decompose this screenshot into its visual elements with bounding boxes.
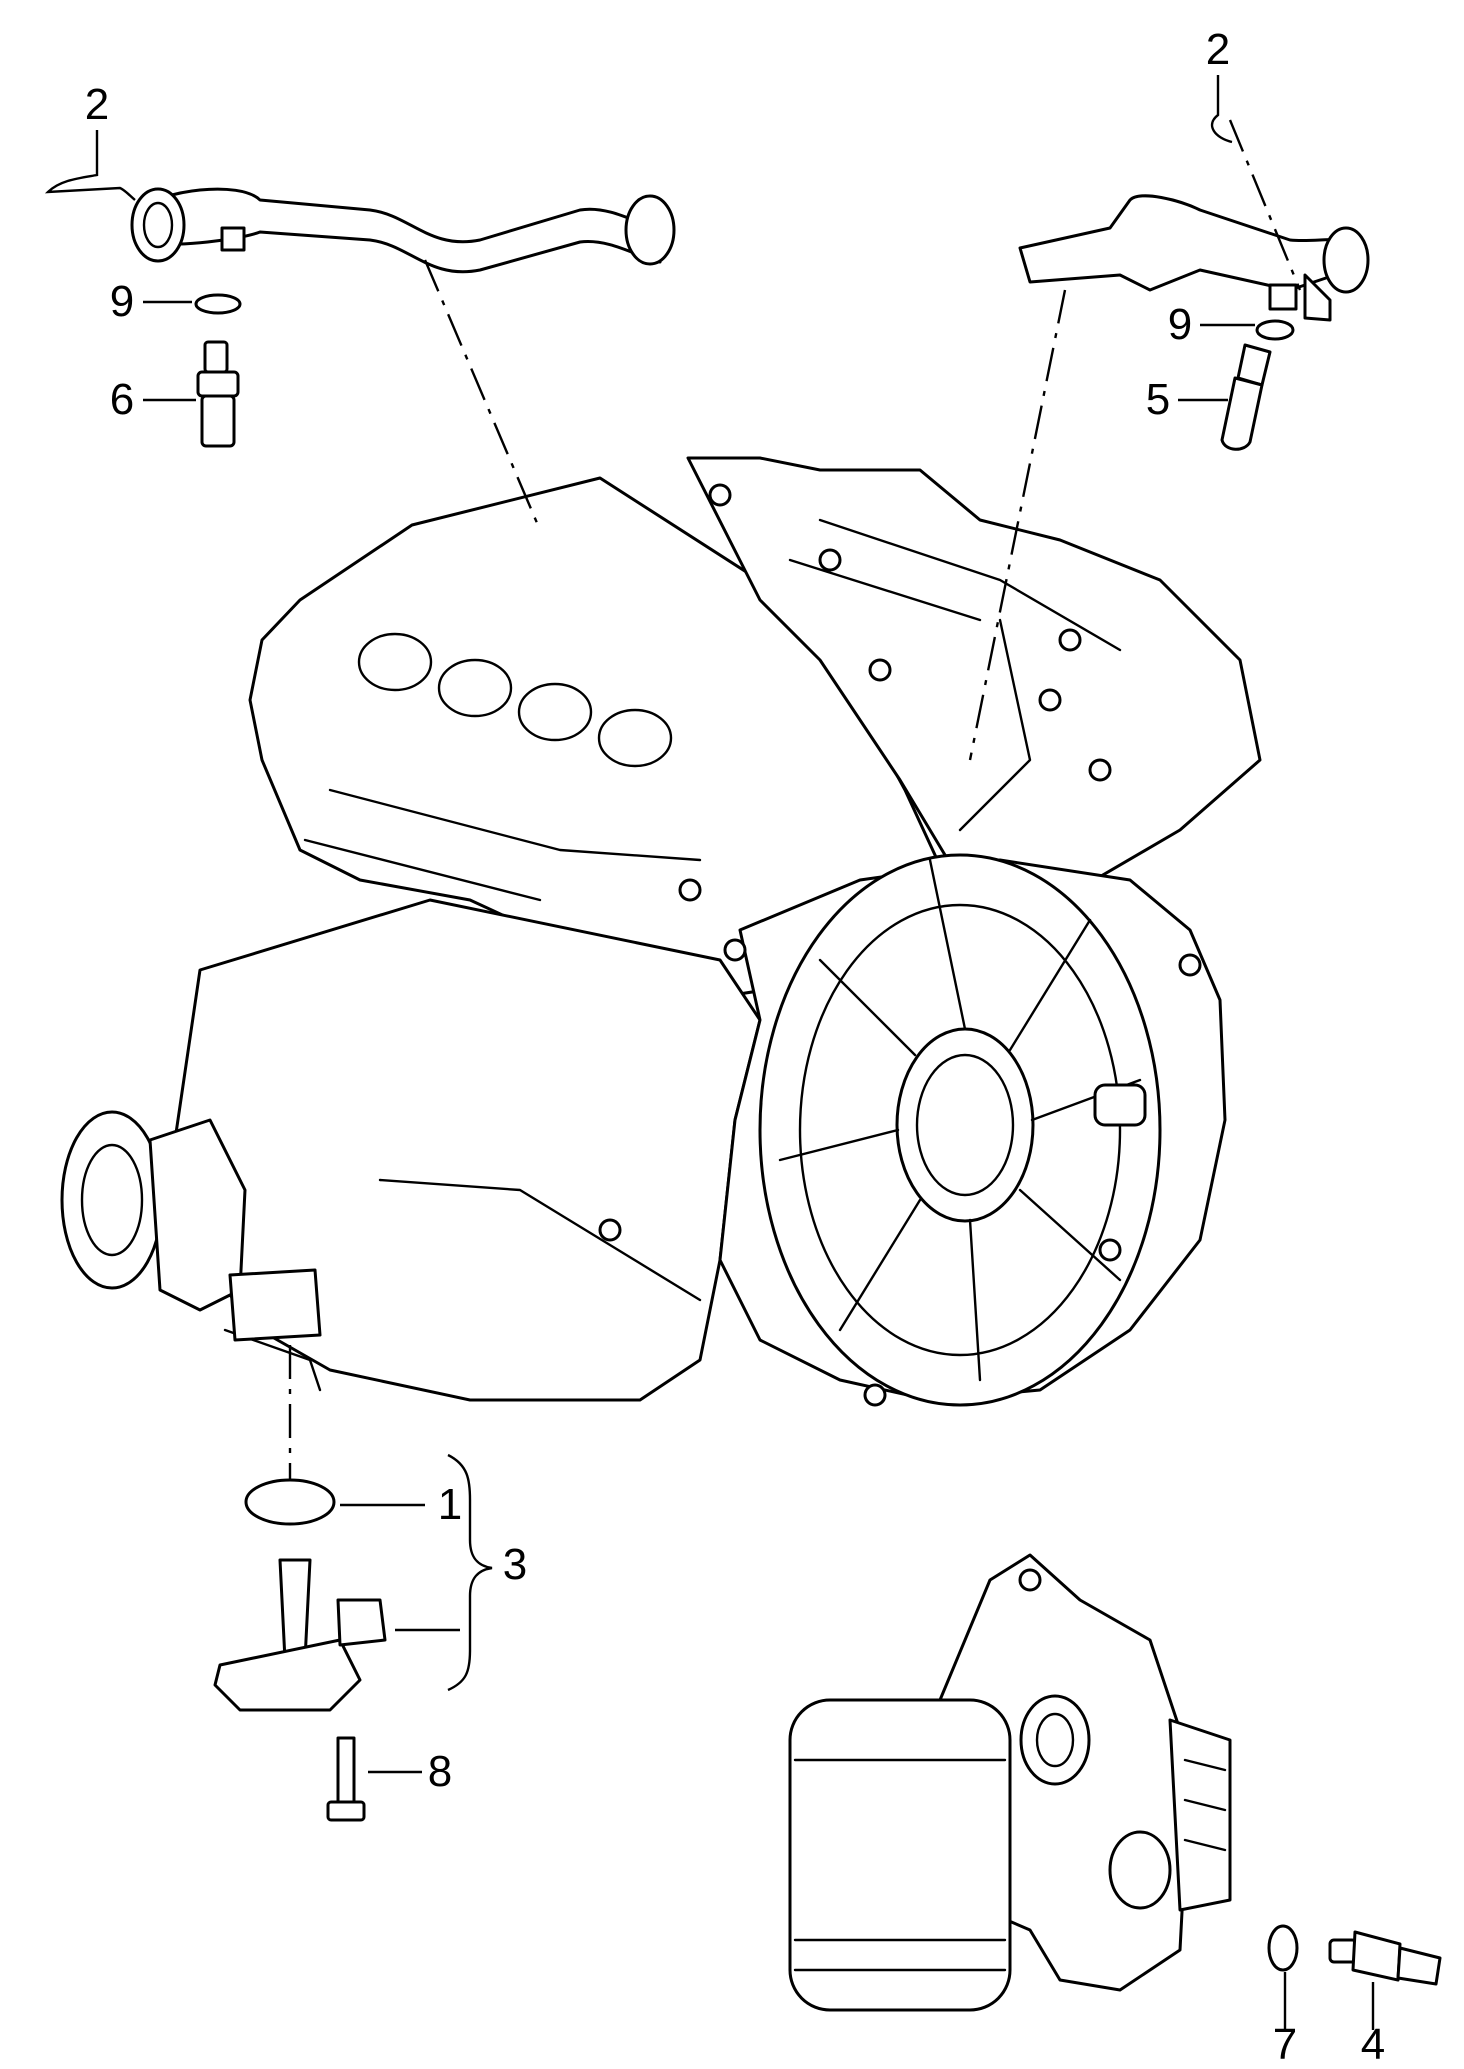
leader-2-left xyxy=(44,130,136,201)
assembly-line-right-sender xyxy=(1228,119,1302,291)
oil-filter-housing xyxy=(788,1553,1232,2012)
callout-6: 6 xyxy=(109,375,135,424)
leader-2-right xyxy=(1211,75,1233,144)
callout-7: 7 xyxy=(1272,2020,1298,2069)
callout-4: 4 xyxy=(1360,2020,1386,2069)
temperature-sender-right xyxy=(1220,343,1272,451)
o-ring-1 xyxy=(244,1478,336,1526)
bolt-8 xyxy=(326,1736,366,1822)
callout-1: 1 xyxy=(437,1480,463,1529)
oil-pressure-switch xyxy=(1328,1930,1442,1986)
callout-8: 8 xyxy=(427,1747,453,1796)
temperature-sender-left xyxy=(196,340,240,448)
assembly-line-right-hose xyxy=(968,289,1067,761)
o-ring-right xyxy=(1255,319,1295,341)
o-ring-left xyxy=(194,293,242,315)
callout-3: 3 xyxy=(502,1540,528,1589)
oil-level-sender xyxy=(213,1558,387,1712)
sealing-washer-7 xyxy=(1267,1924,1299,1972)
callout-9-right: 9 xyxy=(1167,300,1193,349)
callout-5: 5 xyxy=(1145,375,1171,424)
engine-block xyxy=(60,456,1262,1407)
coolant-hose-right xyxy=(1018,194,1370,322)
assembly-line-left-hose xyxy=(423,259,542,531)
coolant-hose-left xyxy=(130,187,676,274)
callout-2-right: 2 xyxy=(1205,25,1231,74)
callout-9-left: 9 xyxy=(109,277,135,326)
callout-2-left: 2 xyxy=(84,80,110,129)
brace-3 xyxy=(447,1453,493,1692)
